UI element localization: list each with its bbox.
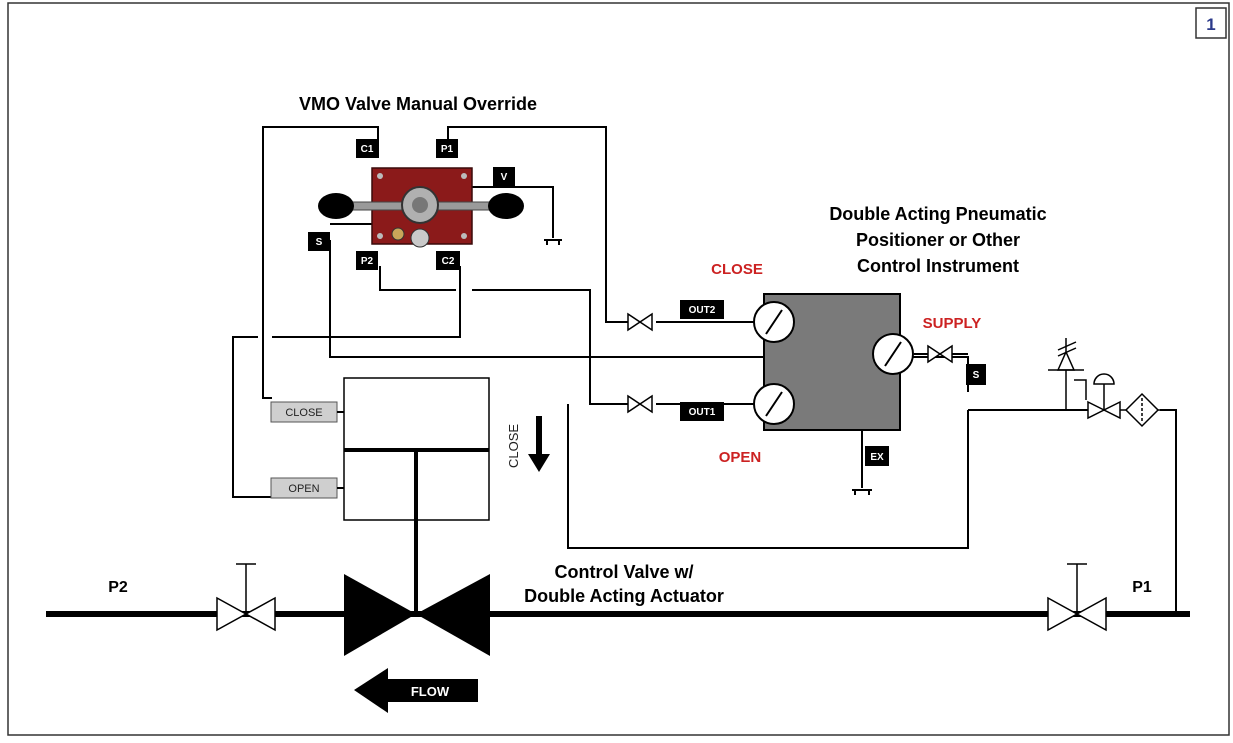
close-arrow-head bbox=[528, 454, 550, 472]
vmo-title: VMO Valve Manual Override bbox=[299, 94, 537, 114]
vmo-knob-left bbox=[318, 193, 354, 219]
positioner-close-label: CLOSE bbox=[711, 261, 763, 278]
valve-supply-right bbox=[938, 344, 953, 364]
port-tag-p2-bg bbox=[356, 251, 378, 270]
regulator-sense-line bbox=[1074, 379, 1087, 400]
valve-p1-left bbox=[1047, 596, 1079, 632]
tube-p2-to-out1 bbox=[379, 266, 456, 291]
actuator-open-port: OPEN bbox=[288, 483, 319, 495]
valve-out1-right bbox=[638, 394, 653, 414]
port-tag-s-bg bbox=[308, 232, 330, 251]
ex-tag-bg bbox=[865, 446, 889, 466]
actuator-close-port: CLOSE bbox=[285, 407, 322, 419]
pressure-regulator bbox=[1074, 373, 1121, 420]
regulator-right bbox=[1102, 400, 1121, 420]
vmo-knob-right bbox=[488, 193, 524, 219]
supply-s-tag: S bbox=[973, 370, 980, 381]
out2-tag: OUT2 bbox=[689, 305, 716, 316]
port-tag-v-bg bbox=[493, 167, 515, 186]
tube-out1-route bbox=[472, 289, 624, 405]
flow-arrow-shape bbox=[354, 668, 478, 713]
regulator-left bbox=[1087, 400, 1106, 420]
tube-supply-return bbox=[567, 404, 969, 549]
pipeline-p2: P2 bbox=[108, 579, 128, 596]
out2-tag-bg bbox=[680, 300, 724, 319]
control-valve-body bbox=[344, 574, 490, 656]
positioner-title-3: Control Instrument bbox=[857, 256, 1019, 276]
control-valve-right bbox=[416, 574, 490, 656]
valve-out2-left bbox=[627, 312, 642, 332]
valve-p2-left bbox=[216, 596, 248, 632]
tube-c1-to-close-port bbox=[262, 126, 379, 399]
air-filter bbox=[1120, 392, 1160, 428]
close-arrow-shaft bbox=[536, 416, 542, 456]
valve-out1-left bbox=[627, 394, 642, 414]
flow-arrow-icon bbox=[354, 668, 478, 713]
vmo-port-tags: C1 P1 V S P2 C2 bbox=[308, 139, 515, 270]
inline-valve-out1 bbox=[627, 394, 653, 414]
valve-supply-left bbox=[927, 344, 942, 364]
gauge-out2 bbox=[753, 301, 795, 343]
vmo-lower-knob bbox=[410, 228, 430, 248]
inline-valve-supply bbox=[927, 344, 953, 364]
inline-valve-out2 bbox=[627, 312, 653, 332]
tube-v-vent bbox=[470, 186, 554, 238]
control-valve-left bbox=[344, 574, 416, 656]
tube-open-port-loop bbox=[232, 336, 272, 498]
vmo-override-block bbox=[318, 167, 524, 248]
valve-p1-right bbox=[1075, 596, 1107, 632]
page-badge: 1 bbox=[1206, 15, 1215, 34]
valve-out2-right bbox=[638, 312, 653, 332]
actuator-direction-label: CLOSE bbox=[506, 424, 521, 468]
block-valve-p1 bbox=[1047, 563, 1107, 632]
pipeline-p1: P1 bbox=[1132, 579, 1152, 596]
vmo-screw-tl bbox=[377, 173, 383, 179]
page-badge-box bbox=[1195, 7, 1227, 39]
vmo-screw-bl bbox=[377, 233, 383, 239]
port-tag-p1-bg bbox=[436, 139, 458, 158]
flow-label: FLOW bbox=[411, 684, 450, 699]
relief-spring-2 bbox=[1057, 347, 1077, 357]
valve-p2-right bbox=[244, 596, 276, 632]
gauge-supply-needle bbox=[884, 341, 902, 367]
regulator-diaphragm bbox=[1093, 373, 1115, 385]
tube-p1-to-out2 bbox=[447, 126, 624, 323]
gauge-out1-needle bbox=[765, 391, 783, 417]
positioner-title-2: Positioner or Other bbox=[856, 230, 1020, 250]
close-arrow-icon bbox=[528, 416, 550, 472]
positioner-supply-label: SUPPLY bbox=[923, 315, 982, 332]
out1-tag: OUT1 bbox=[689, 407, 716, 418]
vmo-indicator bbox=[391, 227, 405, 241]
control-valve-label-2: Double Acting Actuator bbox=[524, 586, 724, 606]
port-p2: P2 bbox=[361, 256, 374, 267]
port-s: S bbox=[316, 237, 323, 248]
vmo-screw-tr bbox=[461, 173, 467, 179]
page-frame bbox=[7, 2, 1230, 736]
relief-valve bbox=[1048, 338, 1084, 410]
gauge-out1 bbox=[753, 383, 795, 425]
tube-supply-to-p1 bbox=[1160, 409, 1177, 612]
supply-s-tag-bg bbox=[966, 364, 986, 385]
gauge-out2-needle bbox=[765, 309, 783, 335]
out1-tag-bg bbox=[680, 402, 724, 421]
port-c1: C1 bbox=[361, 144, 374, 155]
ex-tag: EX bbox=[870, 452, 884, 463]
vmo-center-cap bbox=[412, 197, 428, 213]
vmo-screw-br bbox=[461, 233, 467, 239]
relief-spring-1 bbox=[1057, 341, 1077, 351]
block-valve-p2 bbox=[216, 563, 276, 632]
port-c2: C2 bbox=[442, 256, 455, 267]
positioner-open-label: OPEN bbox=[719, 449, 762, 466]
positioner-title-1: Double Acting Pneumatic bbox=[829, 204, 1046, 224]
port-tag-c2-bg bbox=[436, 251, 460, 270]
control-valve-label-1: Control Valve w/ bbox=[554, 562, 693, 582]
tube-c2-to-open-port bbox=[272, 266, 461, 338]
port-v: V bbox=[501, 172, 508, 183]
port-tag-c1-bg bbox=[356, 139, 378, 158]
gauge-supply bbox=[872, 333, 914, 375]
port-p1: P1 bbox=[441, 144, 454, 155]
